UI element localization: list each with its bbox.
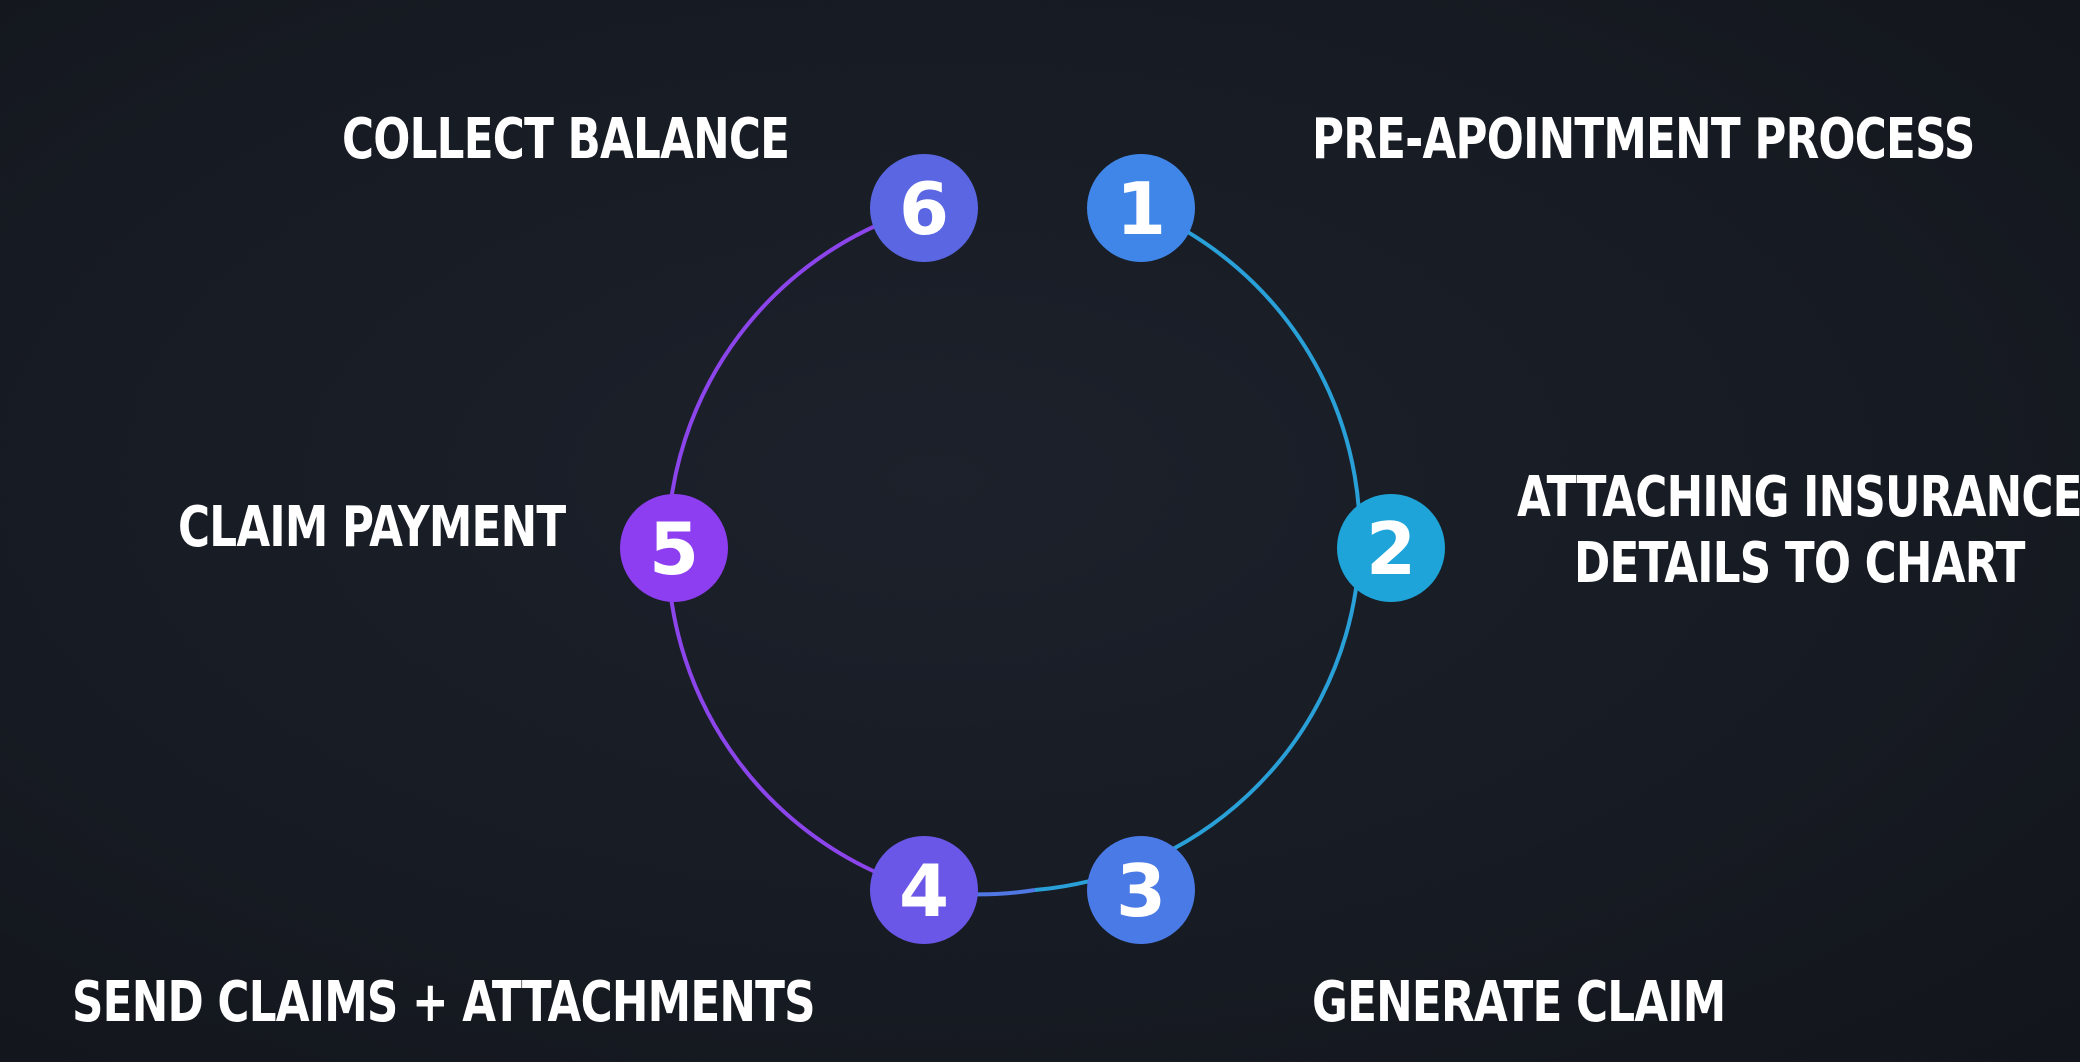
step-number-4: 4: [899, 849, 949, 933]
step-node-4: 4: [870, 836, 978, 944]
step-label-4: SEND CLAIMS + ATTACHMENTS: [72, 970, 816, 1035]
step-node-2: 2: [1337, 494, 1445, 602]
step-label-3: GENERATE CLAIM: [1312, 970, 1726, 1035]
step-circle-4: [870, 836, 978, 944]
step-node-6: 6: [870, 154, 978, 262]
step-number-3: 3: [1116, 849, 1166, 933]
ring-arc-right: [1034, 206, 1362, 892]
step-circle-1: [1087, 154, 1195, 262]
step-label-5: CLAIM PAYMENT: [178, 495, 566, 560]
step-number-5: 5: [649, 507, 699, 591]
step-number-2: 2: [1366, 507, 1416, 591]
step-label-2: ATTACHING INSURANCE DETAILS TO CHART: [1517, 465, 2080, 597]
step-label-2-line-2: DETAILS TO CHART: [1574, 531, 2025, 597]
step-circle-6: [870, 154, 978, 262]
step-number-1: 1: [1116, 167, 1166, 251]
step-node-5: 5: [620, 494, 728, 602]
step-circle-2: [1337, 494, 1445, 602]
step-label-6: COLLECT BALANCE: [342, 107, 790, 172]
step-circle-3: [1087, 836, 1195, 944]
step-node-1: 1: [1087, 154, 1195, 262]
step-circle-5: [620, 494, 728, 602]
step-node-3: 3: [1087, 836, 1195, 944]
step-number-6: 6: [899, 167, 949, 251]
step-label-1: PRE-APOINTMENT PROCESS: [1312, 107, 1975, 172]
step-label-2-line-1: ATTACHING INSURANCE: [1517, 465, 2080, 530]
